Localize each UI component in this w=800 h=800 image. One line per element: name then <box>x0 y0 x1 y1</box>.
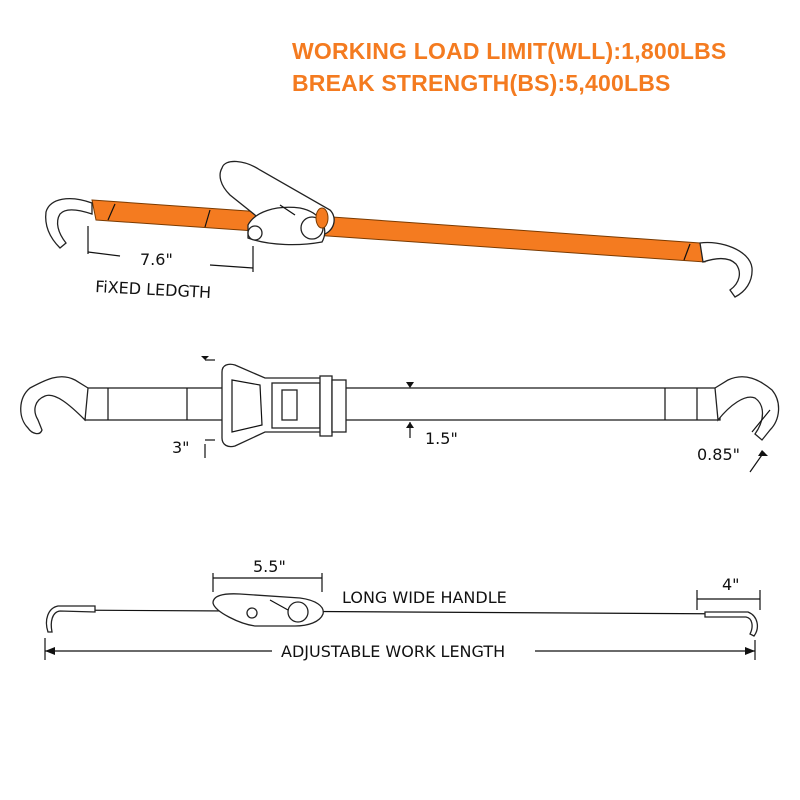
ratchet-buckle <box>219 160 335 246</box>
fixed-length-value: 7.6" <box>140 250 173 269</box>
left-hook <box>20 376 89 435</box>
strap <box>84 387 721 421</box>
ratchet-buckle <box>221 363 347 448</box>
left-hook <box>45 605 96 633</box>
fixed-length-dimension: 7.6" FiXED LEDGTH <box>87 226 254 302</box>
top-view: 7.6" FiXED LEDGTH <box>45 160 753 302</box>
front-dimensions: 3" 1.5" 0.85" <box>172 356 771 473</box>
handle-label: LONG WIDE HANDLE <box>342 588 507 607</box>
right-hook <box>714 376 780 441</box>
front-view: 3" 1.5" 0.85" <box>20 356 780 473</box>
working-load-limit-text: WORKING LOAD LIMIT(WLL):1,800LBS <box>292 38 727 64</box>
fixed-length-label: FiXED LEDGTH <box>95 277 212 302</box>
ratchet-buckle <box>212 593 324 627</box>
hook-thickness-value: 0.85" <box>697 445 740 464</box>
side-view: 5.5" LONG WIDE HANDLE 4" ADJUSTABLE WORK… <box>44 557 761 661</box>
right-hook <box>699 241 753 298</box>
strap-width-value: 1.5" <box>425 429 458 448</box>
break-strength-text: BREAK STRENGTH(BS):5,400LBS <box>292 70 671 96</box>
side-dimensions: 5.5" LONG WIDE HANDLE 4" ADJUSTABLE WORK… <box>44 557 761 661</box>
orange-strap <box>91 199 706 263</box>
work-length-label: ADJUSTABLE WORK LENGTH <box>281 642 505 661</box>
hook-length-value: 4" <box>722 575 740 594</box>
handle-width-value: 3" <box>172 438 190 457</box>
right-hook <box>704 611 759 637</box>
handle-length-value: 5.5" <box>253 557 286 576</box>
strap-line <box>54 609 751 615</box>
left-hook <box>45 197 93 249</box>
